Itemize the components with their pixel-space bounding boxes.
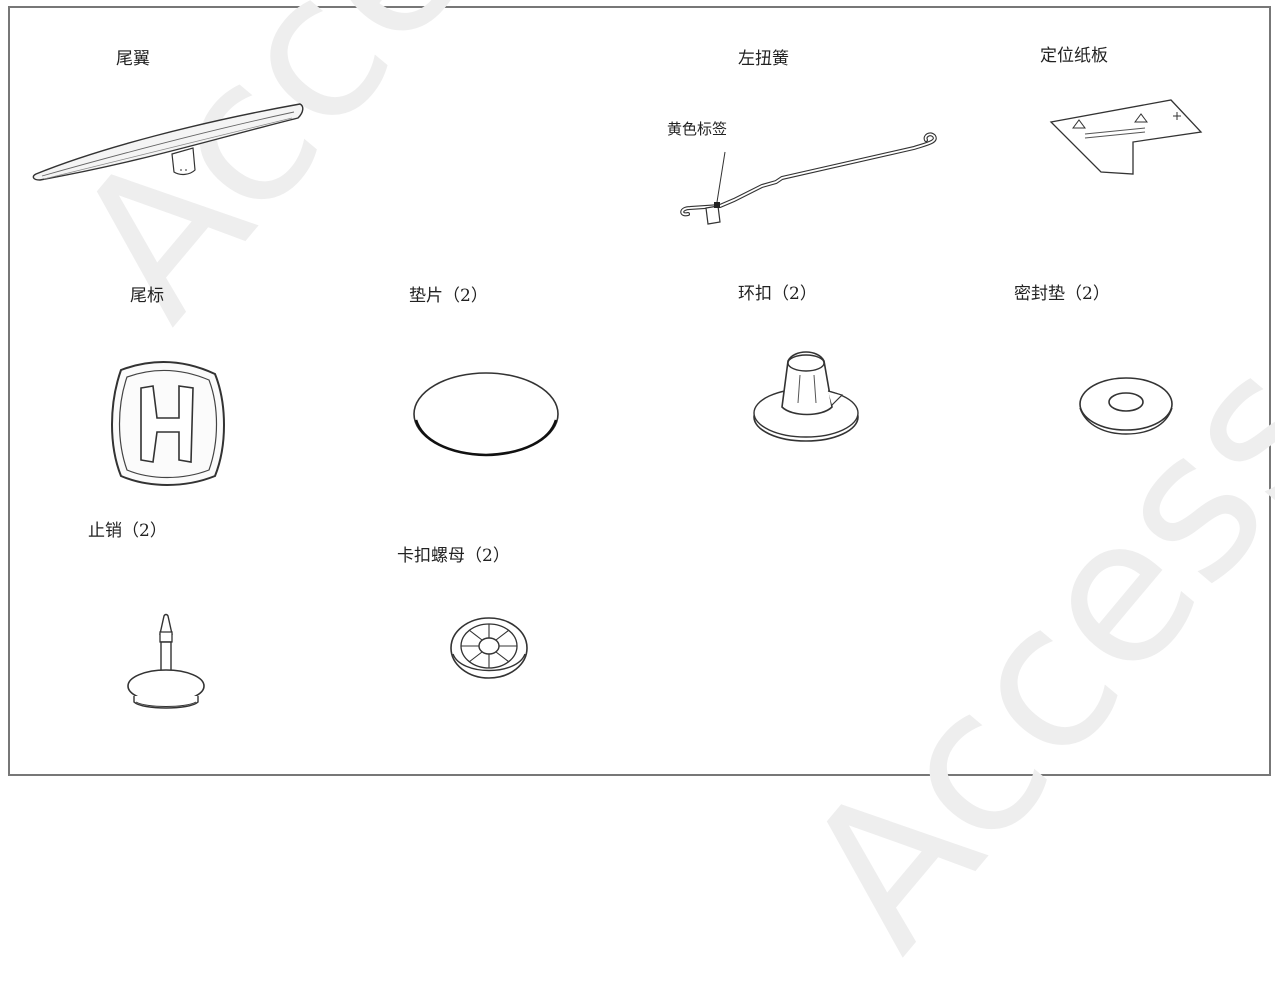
label-positioning-template: 定位纸板 <box>1040 46 1108 66</box>
positioning-template-illustration <box>1045 98 1205 178</box>
label-emblem: 尾标 <box>130 286 164 306</box>
left-torsion-spring-illustration <box>676 138 946 238</box>
seal-illustration <box>1076 374 1178 438</box>
label-stop-pin: 止销（2） <box>88 521 167 541</box>
label-yellow-tag: 黄色标签 <box>667 120 728 138</box>
label-spoiler: 尾翼 <box>116 49 150 69</box>
label-clip: 环扣（2） <box>738 284 817 304</box>
spoiler-illustration <box>30 98 310 188</box>
gasket-illustration <box>412 368 562 460</box>
label-gasket: 垫片（2） <box>409 286 488 306</box>
stop-pin-illustration <box>122 612 216 712</box>
clip-illustration <box>748 345 868 450</box>
label-seal: 密封垫（2） <box>1014 284 1110 304</box>
emblem-illustration <box>105 360 230 488</box>
label-left-torsion-spring: 左扭簧 <box>738 49 789 69</box>
clip-nut-illustration <box>447 614 533 684</box>
label-clip-nut: 卡扣螺母（2） <box>397 546 510 566</box>
